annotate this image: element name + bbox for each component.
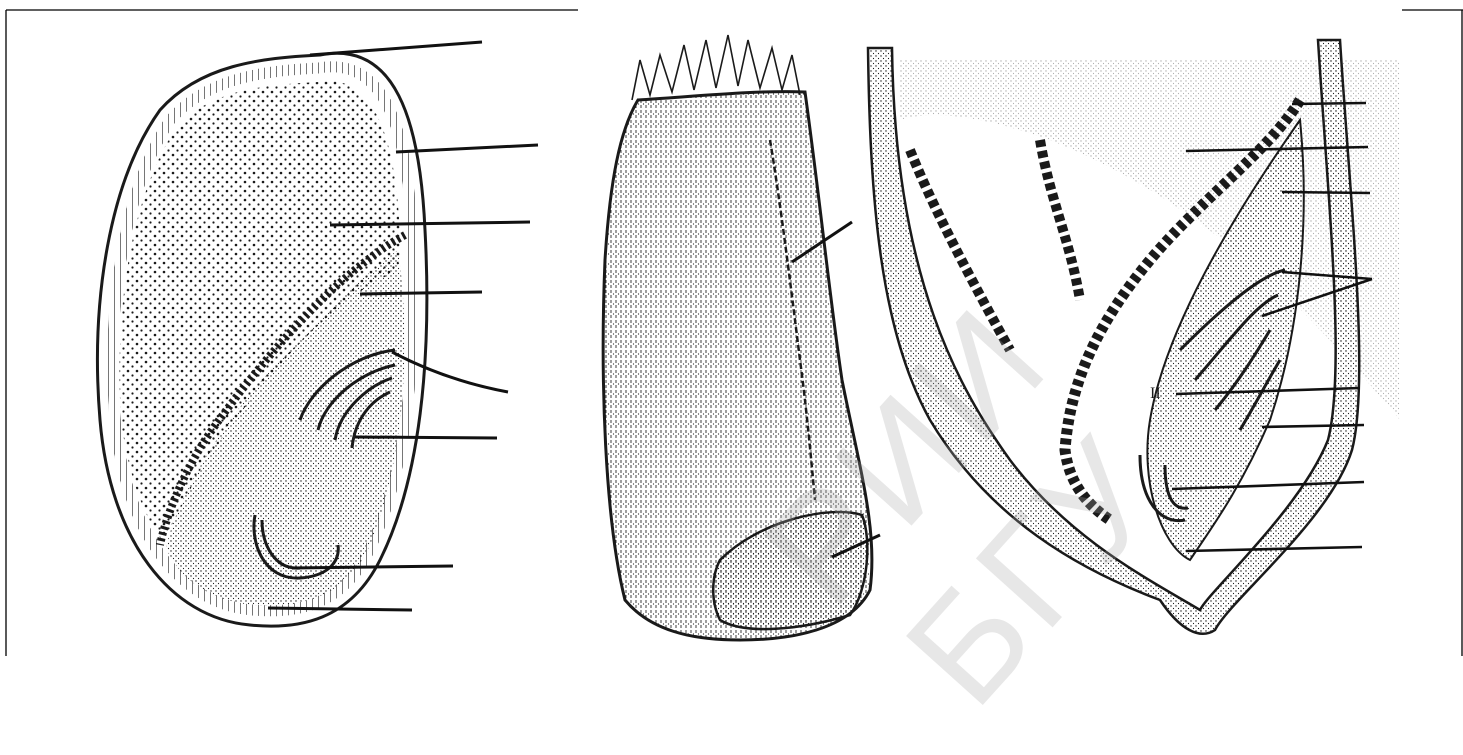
grain-exterior-view [603, 35, 880, 640]
embryo-marker-label: II [1150, 385, 1161, 402]
figure-stage: II РИИ БГУ [0, 0, 1463, 656]
embryo-longitudinal-section: II [868, 40, 1400, 634]
grain-longitudinal-section [98, 42, 539, 626]
figure-svg: II [0, 0, 1463, 656]
